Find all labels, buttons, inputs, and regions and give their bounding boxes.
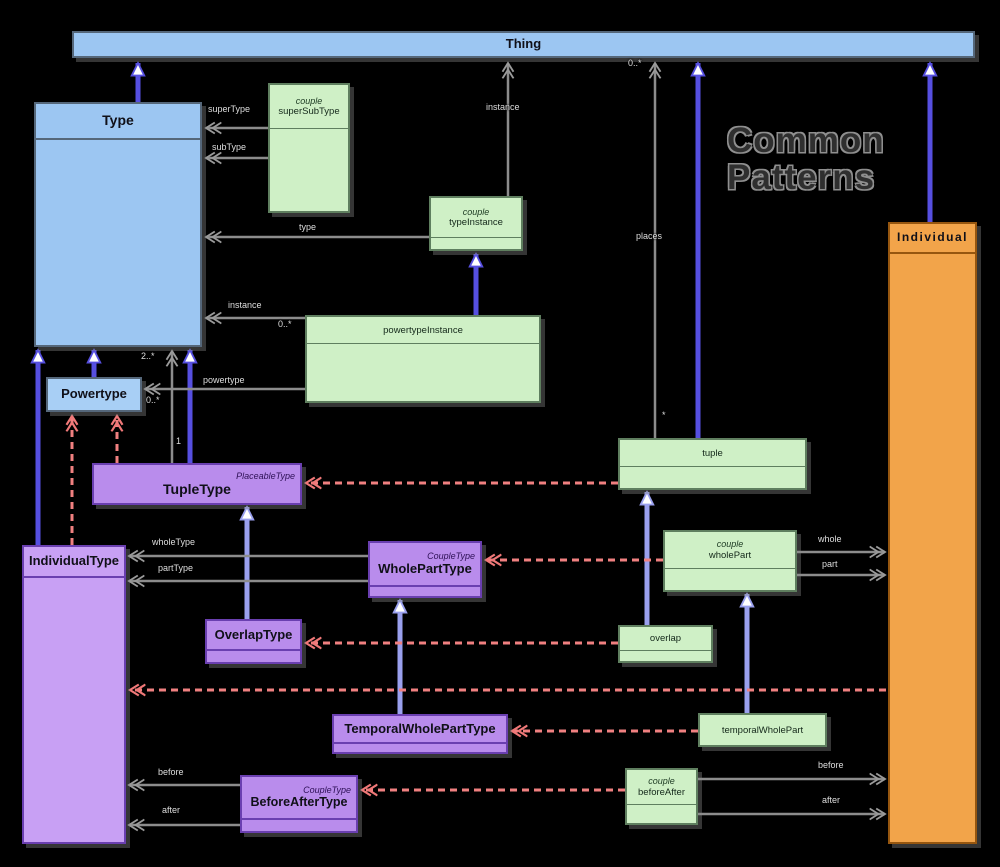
class-tupletype[interactable]: PlaceableType TupleType	[92, 463, 302, 505]
class-typeinstance-stereotype: couple	[462, 206, 490, 217]
class-beforeaftertype-title: BeforeAfterType	[250, 795, 348, 810]
diagram-title-line1: Common	[727, 121, 885, 160]
edge-label-subtype: subType	[212, 142, 247, 152]
class-thing-title: Thing	[505, 36, 542, 52]
class-type-body	[36, 140, 200, 345]
class-individualtype-body	[24, 578, 124, 842]
edge-label-mult-places-top: 0..*	[628, 58, 642, 68]
class-tupletype-title: TupleType	[163, 481, 231, 498]
edge-label-mult-instance: 0..*	[278, 319, 292, 329]
class-temporalwholepart-title: temporalWholePart	[721, 724, 804, 736]
edge-label-part: part	[822, 559, 838, 569]
class-tuple-body	[620, 467, 805, 488]
edge-label-wholetype: wholeType	[152, 537, 196, 547]
class-beforeaftertype-body	[242, 820, 356, 831]
edge-label-instance-powertype: instance	[228, 300, 262, 310]
class-beforeaftertype[interactable]: CoupleType BeforeAfterType	[240, 775, 358, 833]
edge-label-parttype: partType	[158, 563, 194, 573]
class-wholeparttype-body	[370, 587, 480, 596]
class-powertypeinstance-title: powertypeInstance	[383, 324, 463, 336]
class-beforeafter-title: beforeAfter	[638, 786, 685, 798]
edge-label-after-left: after	[162, 805, 181, 815]
class-typeinstance[interactable]: couple typeInstance	[429, 196, 523, 251]
edge-label-after-right: after	[822, 795, 841, 805]
class-powertype-title: Powertype	[61, 386, 127, 402]
edge-label-type: type	[299, 222, 317, 232]
class-overlaptype-title: OverlapType	[214, 626, 293, 642]
class-typeinstance-body	[431, 238, 521, 249]
edge-label-supertype: superType	[208, 104, 251, 114]
class-beforeafter-body	[627, 805, 696, 823]
class-type[interactable]: Type	[34, 102, 202, 347]
class-powertype[interactable]: Powertype	[46, 377, 142, 412]
class-overlaptype-body	[207, 651, 300, 662]
class-individualtype[interactable]: IndividualType	[22, 545, 126, 844]
class-powertypeinstance[interactable]: powertypeInstance	[305, 315, 541, 403]
edge-label-places: places	[636, 231, 663, 241]
edge-label-whole: whole	[818, 534, 842, 544]
class-tupletype-stereotype: PlaceableType	[236, 471, 295, 482]
class-tuple-title: tuple	[702, 447, 723, 459]
class-individual[interactable]: Individual	[888, 222, 977, 844]
edge-label-powertype: powertype	[203, 375, 245, 385]
diagram-title-line2: Patterns	[727, 158, 876, 197]
class-individual-body	[890, 254, 975, 842]
edge-label-mult-tuple-bottom: 1	[176, 436, 182, 446]
class-temporalwholeparttype-body	[334, 744, 506, 752]
class-thing[interactable]: Thing	[72, 31, 975, 58]
class-overlap[interactable]: overlap	[618, 625, 713, 663]
class-typeinstance-title: typeInstance	[449, 217, 503, 229]
class-wholepart-stereotype: couple	[716, 539, 744, 550]
class-supersubtype-body	[270, 129, 348, 211]
class-individualtype-title: IndividualType	[28, 553, 120, 569]
class-beforeafter-stereotype: couple	[648, 776, 675, 787]
class-wholepart[interactable]: couple wholePart	[663, 530, 797, 592]
class-tuple[interactable]: tuple	[618, 438, 807, 490]
class-wholepart-body	[665, 569, 795, 590]
class-type-title: Type	[102, 112, 134, 129]
class-wholeparttype-stereotype: CoupleType	[427, 551, 475, 562]
class-supersubtype-title: superSubType	[278, 106, 340, 118]
class-overlap-title: overlap	[649, 633, 682, 644]
edge-label-before-right: before	[818, 760, 844, 770]
class-overlap-body	[620, 651, 711, 661]
class-wholeparttype[interactable]: CoupleType WholePartType	[368, 541, 482, 598]
class-supersubtype[interactable]: couple superSubType	[268, 83, 350, 213]
class-temporalwholeparttype[interactable]: TemporalWholePartType	[332, 714, 508, 754]
class-beforeafter[interactable]: couple beforeAfter	[625, 768, 698, 825]
class-temporalwholepart[interactable]: temporalWholePart	[698, 713, 827, 747]
edge-label-instance-thing: instance	[486, 102, 520, 112]
edge-label-before-left: before	[158, 767, 184, 777]
class-temporalwholeparttype-title: TemporalWholePartType	[344, 720, 496, 736]
class-wholeparttype-title: WholePartType	[378, 561, 472, 577]
class-overlaptype[interactable]: OverlapType	[205, 619, 302, 664]
class-beforeaftertype-stereotype: CoupleType	[303, 785, 351, 796]
class-supersubtype-stereotype: couple	[295, 95, 323, 106]
class-individual-title: Individual	[896, 230, 968, 245]
class-wholepart-title: wholePart	[708, 549, 752, 561]
edge-label-mult-places-star: *	[662, 410, 666, 420]
edge-label-mult-tuple-top: 2..*	[141, 351, 155, 361]
edge-label-mult-powertype: 0..*	[146, 395, 160, 405]
diagram-title: Common Patterns	[727, 122, 885, 196]
class-powertypeinstance-body	[307, 344, 539, 401]
